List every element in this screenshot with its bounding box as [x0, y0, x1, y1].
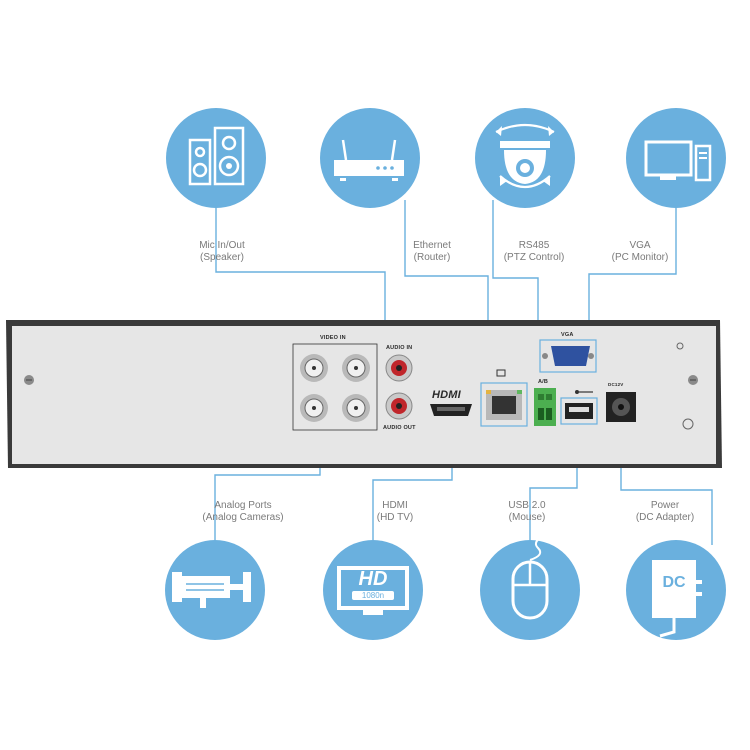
hdmi-port-icon [430, 404, 472, 416]
video-in-block [292, 343, 378, 431]
hdmi-label: HDMI [432, 389, 461, 401]
dc-badge: DC [662, 574, 686, 591]
pc-lock-icon [676, 342, 684, 350]
analog-camera-icon [165, 540, 265, 640]
hd-badge-resolution: 1080n [352, 591, 394, 600]
connector-line-speaker [215, 200, 386, 338]
network-symbol-icon [496, 369, 506, 377]
screw-right-icon [688, 375, 698, 385]
bnc-port-3-icon [300, 394, 328, 422]
vga-port-icon [539, 339, 597, 373]
bnc-port-1-icon [300, 354, 328, 382]
pc-monitor-icon [626, 108, 726, 208]
vga-label: VGA [561, 332, 574, 338]
bnc-port-4-icon [342, 394, 370, 422]
hd-badge: HD [358, 568, 388, 590]
dc-label: DC12V [608, 382, 624, 387]
power-adapter-icon [626, 540, 726, 640]
ptz-camera-icon [475, 108, 575, 208]
label-hdmi-tv: HDMI (HD TV) [376, 500, 414, 523]
screw-left-icon [24, 375, 34, 385]
video-in-label: VIDEO IN [320, 335, 346, 341]
label-analog-cameras: Analog Ports (Analog Cameras) [202, 500, 284, 523]
ground-icon [682, 418, 694, 430]
usb-port-icon [560, 397, 598, 425]
mouse-icon [480, 537, 580, 640]
bnc-port-2-icon [342, 354, 370, 382]
label-ethernet-router: Ethernet (Router) [413, 240, 451, 263]
speakers-icon [166, 108, 266, 208]
ethernet-port-icon [480, 382, 528, 427]
audio-out-port-icon [385, 392, 413, 420]
hd-tv-icon [323, 540, 423, 640]
power-port-icon [606, 392, 636, 422]
ab-label: A/B [538, 379, 549, 385]
label-mic-speaker: Mic In/Out (Speaker) [199, 240, 245, 263]
label-power-adapter: Power (DC Adapter) [635, 500, 695, 523]
label-vga-monitor: VGA (PC Monitor) [611, 240, 669, 263]
usb-symbol-icon [575, 390, 593, 394]
router-icon [320, 108, 420, 208]
audio-out-label: AUDIO OUT [383, 425, 416, 431]
label-usb-mouse: USB 2.0 (Mouse) [508, 500, 546, 523]
rs485-terminal-icon [534, 388, 556, 426]
connector-line-vga [588, 200, 677, 340]
audio-in-port-icon [385, 354, 413, 382]
audio-in-label: AUDIO IN [386, 345, 413, 351]
label-rs485-ptz: RS485 (PTZ Control) [503, 240, 565, 263]
